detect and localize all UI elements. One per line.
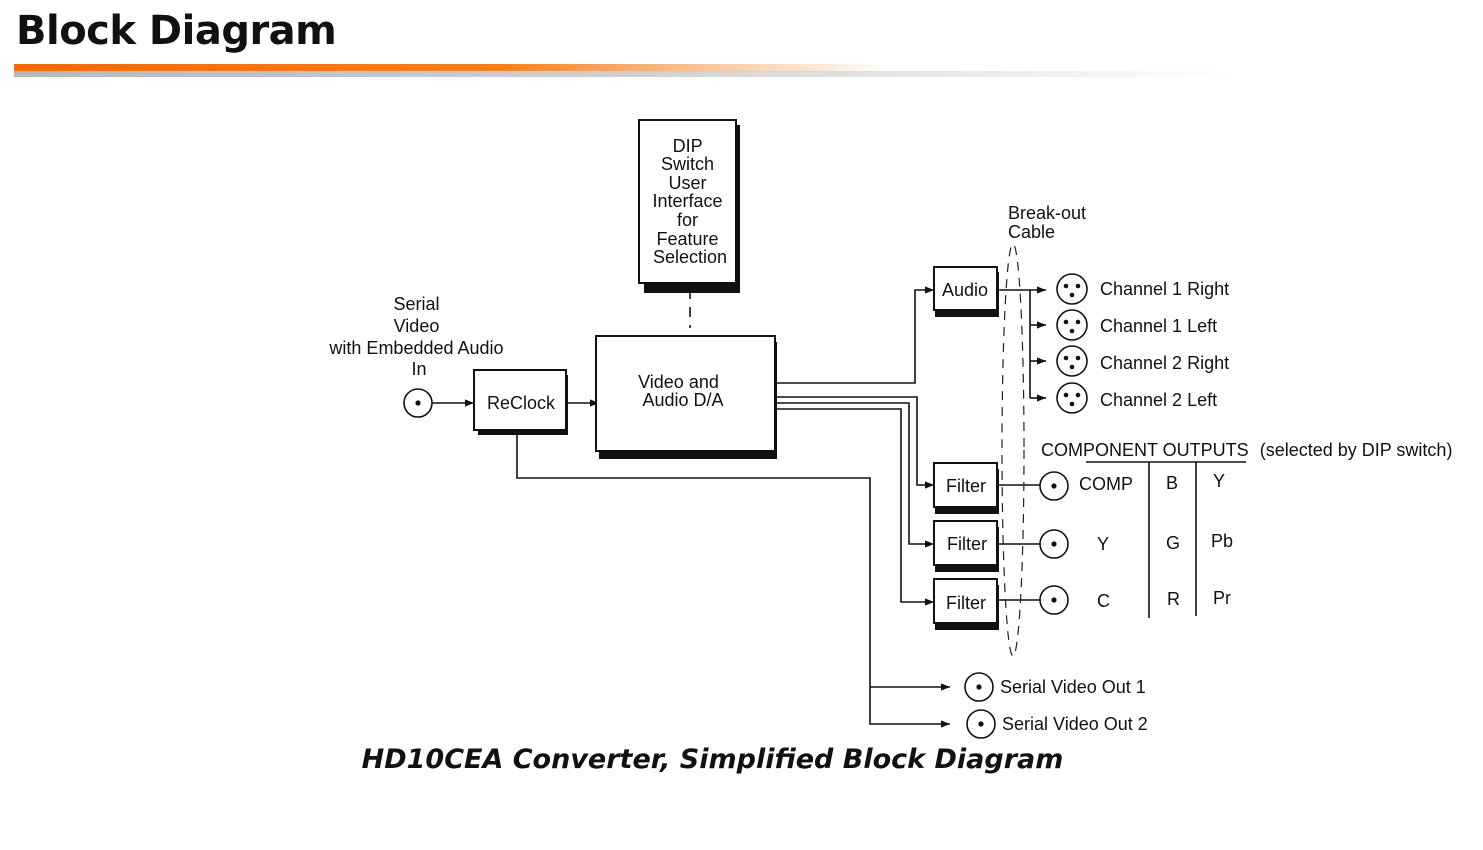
title-underline	[14, 62, 1234, 78]
component-cell: G	[1166, 533, 1180, 553]
component-cell: Pr	[1213, 588, 1231, 608]
component-cell: Pb	[1211, 531, 1233, 551]
reclock-label: ReClock	[487, 393, 556, 413]
audio-channel-label: Channel 2 Left	[1100, 390, 1217, 410]
audio-block	[933, 266, 998, 311]
audio-label: Audio	[942, 280, 988, 300]
serial-out-label: Serial Video Out 2	[1002, 714, 1148, 734]
xlr-connector-icon	[1056, 273, 1088, 305]
filter2-label: Filter	[947, 534, 987, 554]
filter1-block	[933, 462, 998, 508]
reclock-block	[473, 369, 567, 431]
component-outputs-heading: COMPONENT OUTPUTS (selected by DIP switc…	[1041, 440, 1452, 460]
component-outputs-table-lines	[1086, 461, 1246, 618]
filter2-block	[933, 520, 998, 566]
component-cell: C	[1097, 591, 1110, 611]
bnc-connector-icon	[1039, 529, 1069, 559]
component-cell: R	[1167, 589, 1180, 609]
xlr-connector-icon	[1056, 309, 1088, 341]
figure-caption: HD10CEA Converter, Simplified Block Diag…	[361, 744, 1064, 775]
da-to-filter3-line	[775, 408, 934, 606]
bnc-connector-icon	[964, 672, 994, 702]
da-to-filter2-line	[775, 402, 934, 548]
da-block	[595, 335, 776, 452]
page-title: Block Diagram	[16, 8, 337, 54]
da-to-filter1-line	[775, 396, 934, 489]
audio-channel-label: Channel 2 Right	[1100, 353, 1229, 373]
bnc-connector-icon	[1039, 471, 1069, 501]
component-cell: Y	[1097, 534, 1109, 554]
dip-switch-label: DIP Switch User Interface for Feature Se…	[652, 136, 727, 267]
xlr-connector-icon	[1056, 382, 1088, 414]
filter3-label: Filter	[946, 593, 986, 613]
reclock-to-serial-out-line	[516, 431, 950, 728]
input-label: Serial Video with Embedded Audio In	[328, 294, 508, 379]
filter3-block	[933, 578, 998, 624]
component-cell: B	[1166, 473, 1178, 493]
filter1-label: Filter	[946, 476, 986, 496]
dip-switch-block	[638, 119, 737, 284]
component-cell: Y	[1213, 471, 1225, 491]
serial-out-label: Serial Video Out 1	[1000, 677, 1146, 697]
audio-channel-label: Channel 1 Left	[1100, 316, 1217, 336]
video-input-bnc-icon	[403, 388, 433, 418]
bnc-connector-icon	[1039, 585, 1069, 615]
audio-channel-label: Channel 1 Right	[1100, 279, 1229, 299]
xlr-connector-icon	[1056, 345, 1088, 377]
da-label: Video and Audio D/A	[638, 372, 724, 410]
bnc-connector-icon	[966, 709, 996, 739]
breakout-cable-outline	[1001, 243, 1025, 657]
da-to-audio-line	[775, 286, 934, 384]
breakout-cable-label: Break-out Cable	[1008, 203, 1091, 242]
component-cell: COMP	[1079, 474, 1133, 494]
